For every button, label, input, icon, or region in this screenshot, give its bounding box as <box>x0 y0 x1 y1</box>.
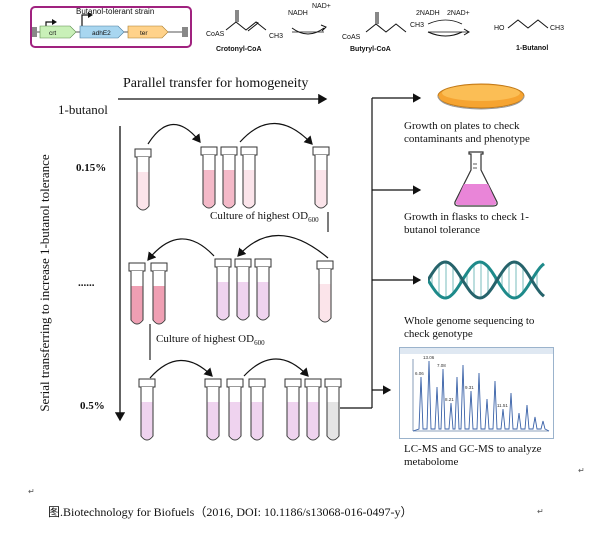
row2-curve-b <box>147 238 215 261</box>
culture-label-2: Culture of highest OD600 <box>156 333 265 348</box>
chromatogram-peak-label: 8.21 <box>445 397 454 402</box>
chromatogram-trace <box>412 360 550 432</box>
paragraph-mark-3: ↵ <box>537 507 544 516</box>
culture-label-1: Culture of highest OD600 <box>210 210 319 225</box>
chromatogram-titlebar <box>400 348 553 354</box>
culture-tube <box>312 146 330 209</box>
crotonyl-coa-name: Crotonyl-CoA <box>216 46 262 53</box>
chromatogram-peak-label: 6.06 <box>415 371 424 376</box>
2nad-label: 2NAD+ <box>447 10 470 17</box>
analysis-4-text: LC-MS and GC-MS to analyze metabolome <box>404 443 542 468</box>
butanol-methyl: CH3 <box>550 25 565 32</box>
butyryl-coa-methyl: CH3 <box>410 22 425 29</box>
row3-curve-b <box>243 358 309 377</box>
nadh-label: NADH <box>288 10 308 17</box>
reaction-arrow-2 <box>427 31 463 37</box>
row3-curve-a <box>149 359 213 379</box>
culture-tube <box>234 258 252 321</box>
culture-tube <box>200 146 218 209</box>
gene-ter-label: ter <box>140 30 148 37</box>
row2-curve-a <box>237 234 329 259</box>
dna-strand <box>428 260 545 300</box>
row1-curve-b <box>239 122 313 145</box>
chromatogram-peak-label: 13.06 <box>423 355 435 360</box>
culture-tube <box>128 262 146 325</box>
concentration-ellipsis: ...... <box>78 277 95 289</box>
chromatogram-peak-label: 7.08 <box>437 363 446 368</box>
chromatogram-frame <box>399 347 554 439</box>
butanol-concentration-label: 1-butanol <box>58 102 108 117</box>
paragraph-mark-1: ↵ <box>578 466 585 475</box>
gene-ter <box>127 25 169 39</box>
culture-tube <box>284 378 302 441</box>
analysis-1-text: Growth on plates to check contaminants a… <box>404 120 530 145</box>
culture-tube <box>226 378 244 441</box>
crotonyl-coa-structure <box>225 10 267 32</box>
pathway-diagram <box>225 10 549 37</box>
culture-tube <box>134 148 152 211</box>
strain-box <box>30 6 192 48</box>
2nadh-label: 2NADH <box>416 10 440 17</box>
figure-caption: 图.Biotechnology for Biofuels（2016, DOI: … <box>48 505 413 519</box>
gene-crt-label: crt <box>49 30 56 37</box>
culture-tube <box>138 378 156 441</box>
culture-tube <box>150 262 168 325</box>
chromatogram-peak-label: 11.51 <box>497 403 508 408</box>
concentration-0-5: 0.5% <box>80 400 105 412</box>
strain-title: Butanol-tolerant strain <box>76 7 155 16</box>
culture-tube <box>240 146 258 209</box>
butanol-structure <box>507 19 549 29</box>
culture-tube <box>304 378 322 441</box>
dna-helix-icon <box>428 260 545 300</box>
culture-tube <box>214 258 232 321</box>
culture-tube <box>220 146 238 209</box>
culture-tube <box>254 258 272 321</box>
parallel-transfer-label: Parallel transfer for homogeneity <box>123 76 309 91</box>
chromatogram-peak-label: 9.31 <box>465 385 474 390</box>
gene-crt <box>39 25 77 39</box>
gene-cassette: crt adhE2 ter <box>32 12 188 39</box>
analysis-3-text: Whole genome sequencing to check genotyp… <box>404 315 535 340</box>
row1-curve-a <box>147 124 201 145</box>
petri-dish-icon <box>437 83 525 110</box>
butanol-name: 1-Butanol <box>516 45 549 52</box>
butyryl-coa-structure <box>365 12 407 33</box>
culture-tube <box>316 260 334 323</box>
paragraph-mark-2: ↵ <box>28 487 35 496</box>
butanol-group: HO <box>494 25 505 32</box>
gene-adhe2 <box>79 25 125 39</box>
nad-label: NAD+ <box>312 3 331 10</box>
butyryl-coa-group: CoAS <box>342 34 361 41</box>
reaction-arrow-1 <box>291 27 325 35</box>
analysis-2-text: Growth in flasks to check 1-butanol tole… <box>404 211 529 236</box>
gene-adhe2-label: adhE2 <box>92 30 111 37</box>
dna-strand <box>428 260 545 300</box>
concentration-0-15: 0.15% <box>76 162 107 174</box>
culture-tube <box>204 378 222 441</box>
crotonyl-coa-group: CoAS <box>206 31 225 38</box>
culture-tube <box>248 378 266 441</box>
chromatogram-icon: 13.06 6.06 7.08 8.21 9.31 11.51 <box>399 347 554 439</box>
butyryl-coa-name: Butyryl-CoA <box>350 46 391 53</box>
flask-icon <box>454 151 498 207</box>
crotonyl-coa-methyl: CH3 <box>269 33 284 40</box>
culture-tube <box>324 378 342 441</box>
